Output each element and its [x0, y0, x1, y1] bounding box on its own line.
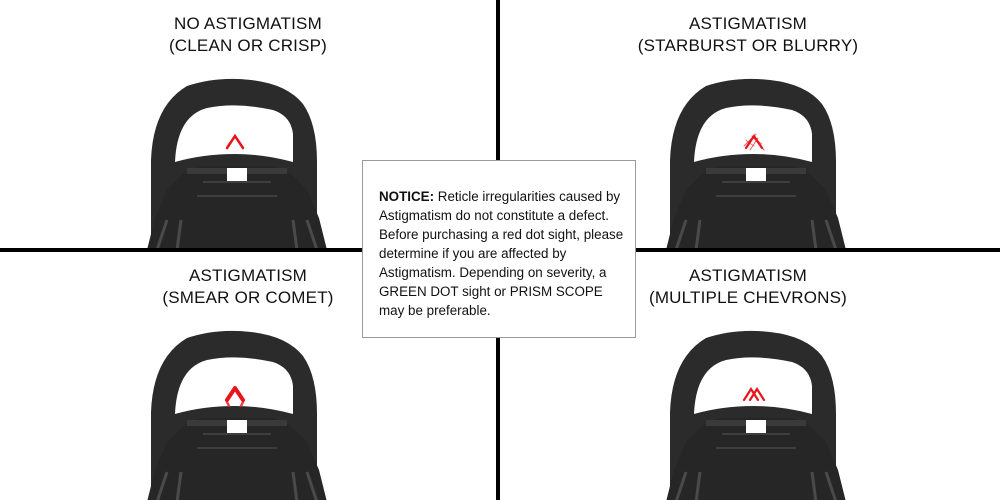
panel-caption: ASTIGMATISM (MULTIPLE CHEVRONS) [500, 265, 996, 309]
reticle-starburst [743, 133, 765, 151]
notice-text: Reticle irregularities caused by Astigma… [379, 189, 624, 318]
panel-caption: NO ASTIGMATISM (CLEAN OR CRISP) [0, 13, 496, 57]
panel-smear: ASTIGMATISM (SMEAR OR COMET) [0, 252, 496, 500]
panel-title: ASTIGMATISM [688, 14, 808, 33]
panel-subtitle: (SMEAR OR COMET) [162, 288, 334, 307]
reticle-multiple-chevrons [742, 386, 766, 402]
panel-starburst: ASTIGMATISM (STARBURST OR BLURRY) [500, 0, 996, 248]
panel-title: ASTIGMATISM [188, 266, 308, 285]
reticle-smear [225, 386, 245, 408]
panel-title: NO ASTIGMATISM [174, 14, 322, 33]
red-dot-sight-illustration [147, 78, 327, 248]
panel-multiple-chevrons: ASTIGMATISM (MULTIPLE CHEVRONS) [500, 252, 996, 500]
panel-subtitle: (MULTIPLE CHEVRONS) [648, 288, 848, 307]
red-dot-sight-illustration [666, 78, 846, 248]
notice-box: NOTICE: Reticle irregularities caused by… [362, 160, 636, 338]
panel-caption: ASTIGMATISM (STARBURST OR BLURRY) [500, 13, 996, 57]
panel-title: ASTIGMATISM [688, 266, 808, 285]
panel-subtitle: (STARBURST OR BLURRY) [637, 36, 859, 55]
panel-subtitle: (CLEAN OR CRISP) [168, 36, 328, 55]
red-dot-sight-illustration [666, 330, 846, 500]
notice-label: NOTICE: [379, 189, 435, 204]
panel-no-astigmatism: NO ASTIGMATISM (CLEAN OR CRISP) [0, 0, 496, 248]
red-dot-sight-illustration [147, 330, 327, 500]
panel-caption: ASTIGMATISM (SMEAR OR COMET) [0, 265, 496, 309]
reticle-chevron [225, 133, 245, 150]
